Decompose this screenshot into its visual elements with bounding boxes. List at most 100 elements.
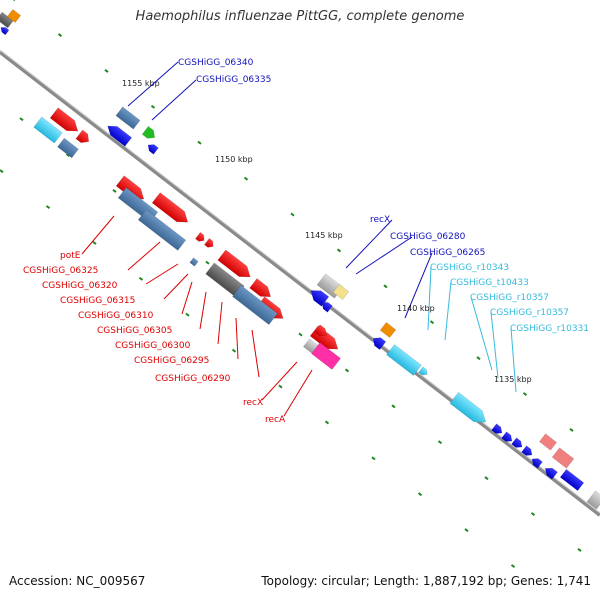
gene-06305[interactable] xyxy=(217,249,254,282)
gene-label-06325[interactable]: CGSHiGG_06325 xyxy=(23,266,98,276)
gene-label-06310[interactable]: CGSHiGG_06310 xyxy=(78,311,154,321)
gene-red-b-shape xyxy=(151,192,189,223)
gene-06310[interactable] xyxy=(189,257,199,267)
gene-06325[interactable] xyxy=(137,209,187,251)
gene-navy-c[interactable] xyxy=(511,437,525,450)
gene-06335[interactable] xyxy=(104,122,133,147)
tick-label-1145: 1145 kbp xyxy=(305,231,343,240)
scale-tick-30 xyxy=(185,312,190,317)
gene-06315[interactable] xyxy=(203,237,215,249)
gene-red-left-a-shape xyxy=(49,107,79,132)
gene-r10343[interactable] xyxy=(386,344,422,376)
scale-tick-29 xyxy=(138,276,144,281)
gene-pink-b-shape xyxy=(551,447,575,469)
gene-label-r10357-a[interactable]: CGSHiGG_r10357 xyxy=(470,293,549,303)
gene-label-06340[interactable]: CGSHiGG_06340 xyxy=(178,58,254,68)
gene-label-pote[interactable]: potE xyxy=(60,251,81,261)
gene-red-b[interactable] xyxy=(151,192,192,228)
gene-navy-a[interactable] xyxy=(491,423,505,436)
scale-tick-12 xyxy=(569,427,574,432)
gene-r10357-shape xyxy=(449,391,487,423)
leader-line-1 xyxy=(151,79,197,121)
gene-navy-c-shape xyxy=(511,437,523,448)
gene-navy-b[interactable] xyxy=(501,431,515,444)
gene-navy-f[interactable] xyxy=(543,465,558,480)
leader-line-2 xyxy=(81,215,115,255)
scale-tick-37 xyxy=(510,564,516,568)
gene-06325-shape xyxy=(137,209,187,251)
gene-t10433[interactable] xyxy=(418,366,430,377)
gene-pink-a[interactable] xyxy=(538,433,558,451)
gene-navy-d-shape xyxy=(521,445,533,456)
gene-label-06335[interactable]: CGSHiGG_06335 xyxy=(196,75,271,85)
scale-tick-9 xyxy=(429,320,435,325)
gene-recx-red[interactable] xyxy=(314,324,330,339)
gene-navy-e-shape xyxy=(531,458,543,469)
gene-label-r10357-b[interactable]: CGSHiGG_r10357 xyxy=(490,308,569,318)
leader-line-19 xyxy=(490,311,499,379)
leader-line-13 xyxy=(345,219,393,269)
leader-line-18 xyxy=(470,296,493,371)
gene-reca[interactable] xyxy=(311,342,341,370)
gene-red-left-a[interactable] xyxy=(49,107,82,137)
gene-green[interactable] xyxy=(141,125,158,141)
gene-label-06300[interactable]: CGSHiGG_06300 xyxy=(115,341,191,351)
scale-tick-22 xyxy=(437,440,443,445)
gene-pink-b[interactable] xyxy=(551,447,575,469)
gene-06280-b[interactable] xyxy=(320,300,333,313)
gene-cyan-left[interactable] xyxy=(33,116,63,144)
gene-label-06265[interactable]: CGSHiGG_06265 xyxy=(410,248,485,258)
gene-blue-left[interactable] xyxy=(57,137,79,159)
gene-label-06280[interactable]: CGSHiGG_06280 xyxy=(390,232,466,242)
gene-label-t10433[interactable]: CGSHiGG_t10433 xyxy=(450,278,529,288)
gene-blue-mid[interactable] xyxy=(232,284,278,326)
gene-06310-shape xyxy=(189,257,199,267)
gene-06265[interactable] xyxy=(370,334,387,351)
scale-tick-10 xyxy=(476,356,481,361)
scale-tick-17 xyxy=(205,260,210,265)
leader-line-15 xyxy=(404,252,433,319)
gene-label-recx-right[interactable]: recX xyxy=(370,215,390,225)
leader-line-12 xyxy=(283,369,313,417)
gene-06320-shape xyxy=(194,231,205,242)
scale-tick-28 xyxy=(92,241,97,245)
gene-blue-small[interactable] xyxy=(146,142,159,155)
gene-label-reca[interactable]: recA xyxy=(265,415,286,425)
gene-yellow[interactable] xyxy=(332,283,350,301)
gene-corner-orange[interactable] xyxy=(6,8,22,24)
gene-red-left-b[interactable] xyxy=(75,129,92,146)
gene-label-r10343[interactable]: CGSHiGG_r10343 xyxy=(430,263,509,273)
gene-navy-g[interactable] xyxy=(559,468,585,492)
leader-line-16 xyxy=(427,266,432,331)
scale-tick-2 xyxy=(104,69,109,73)
scale-tick-26 xyxy=(0,169,4,174)
gene-red-left-b-shape xyxy=(75,129,90,144)
gene-corner-orange-shape xyxy=(6,8,22,24)
gene-cyan-left-shape xyxy=(33,116,63,144)
gene-label-06305[interactable]: CGSHiGG_06305 xyxy=(97,326,172,336)
scale-tick-8 xyxy=(383,284,388,289)
scale-tick-3 xyxy=(150,104,156,109)
gene-label-r10331[interactable]: CGSHiGG_r10331 xyxy=(510,324,589,334)
gene-label-06320[interactable]: CGSHiGG_06320 xyxy=(42,281,118,291)
gene-label-recx-left[interactable]: recX xyxy=(243,398,263,408)
leader-line-7 xyxy=(199,291,207,330)
gene-label-06290[interactable]: CGSHiGG_06290 xyxy=(155,374,231,384)
gene-gray-edge[interactable] xyxy=(586,490,600,510)
leader-line-8 xyxy=(217,301,223,345)
leader-line-3 xyxy=(127,241,161,271)
gene-corner-blue[interactable] xyxy=(0,25,10,36)
gene-blue-left-shape xyxy=(57,137,79,159)
gene-reca-shape xyxy=(311,342,341,370)
gene-06340[interactable] xyxy=(115,106,141,130)
gene-label-06315[interactable]: CGSHiGG_06315 xyxy=(60,296,135,306)
gene-navy-d[interactable] xyxy=(521,445,535,458)
gene-label-06295[interactable]: CGSHiGG_06295 xyxy=(134,356,209,366)
gene-06320[interactable] xyxy=(194,231,206,243)
leader-line-9 xyxy=(235,317,239,360)
gene-r10357[interactable] xyxy=(449,391,490,428)
gene-06295[interactable] xyxy=(249,278,275,302)
gene-orange[interactable] xyxy=(379,321,397,339)
gene-navy-e[interactable] xyxy=(530,456,543,469)
